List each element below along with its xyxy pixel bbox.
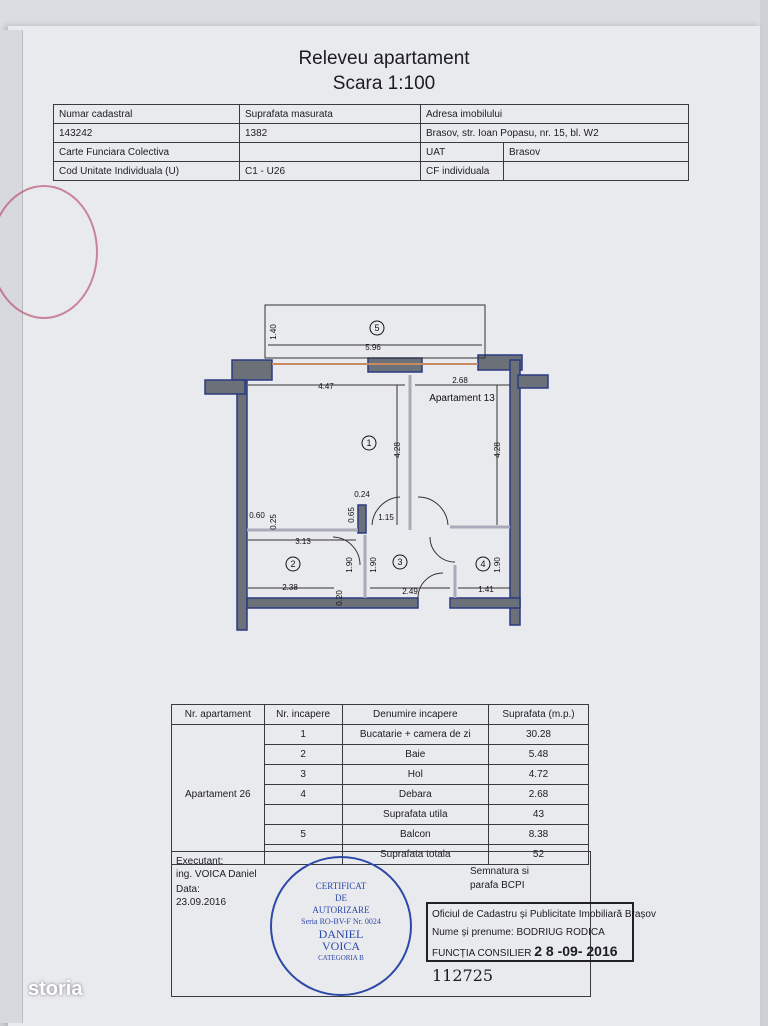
dim-label: 2.49 [402,587,418,596]
dim-label: 4.47 [318,382,334,391]
neighbor-label: Apartament 13 [429,393,495,404]
dim-label: 1.90 [345,557,354,573]
cell [503,161,689,181]
registration-number: 112725 [432,966,494,985]
executant-label: Executant: [176,856,224,867]
dim-label: 4.28 [493,442,502,458]
dim-label: 3.13 [295,537,311,546]
room-number: 4 [480,559,485,569]
room-number: 5 [374,323,379,333]
dim-label: 5.96 [365,343,381,352]
bcpi-label: Semnatura si [470,866,529,877]
executant-name: ing. VOICA Daniel [176,869,257,880]
dim-label: 0.24 [354,490,370,499]
dim-label: 1.90 [369,557,378,573]
wall [236,374,248,631]
dim-label: 0.20 [335,590,344,606]
bcpi-stamp: Oficiul de Cadastru și Publicitate Imobi… [426,902,656,962]
underlying-page [0,0,760,30]
dim-label: 2.68 [452,376,468,385]
wall [517,374,549,389]
wall [509,359,521,626]
dim-label: 1.90 [493,557,502,573]
wall [231,359,273,381]
header-cell: Suprafata (m.p.) [487,704,590,725]
date-value: 23.09.2016 [176,897,227,908]
wall [357,504,367,534]
dim-label: 1.40 [269,324,278,340]
header-cell: Nr. incapere [263,704,343,725]
header-cell: Nr. apartament [171,704,265,725]
doc-title: Releveu apartament [298,48,470,69]
header-cell: Denumire incapere [341,704,489,725]
room-number: 1 [366,438,371,448]
bcpi-label: parafa BCPI [470,880,525,891]
doc-scale: Scara 1:100 [332,73,436,94]
apartment-cell: Apartament 26 [171,724,265,865]
dim-label: 0.60 [249,511,265,520]
room-number: 3 [397,557,402,567]
wall [204,379,246,395]
notary-stamp [0,185,98,319]
room-number: 2 [290,559,295,569]
dim-label: 1.15 [378,513,394,522]
cell: CF individuala [420,161,504,181]
dim-label: 0.65 [347,507,356,523]
dim-label: 4.28 [393,442,402,458]
dim-label: 1.41 [478,585,494,594]
balcony-outline [264,304,486,359]
storia-logo: storia [28,978,83,1000]
dim-label: 2.38 [282,583,298,592]
wall [449,597,521,609]
date-label: Data: [176,884,200,895]
wall [246,597,419,609]
dim-label: 0.25 [269,514,278,530]
signature-box [171,851,591,997]
